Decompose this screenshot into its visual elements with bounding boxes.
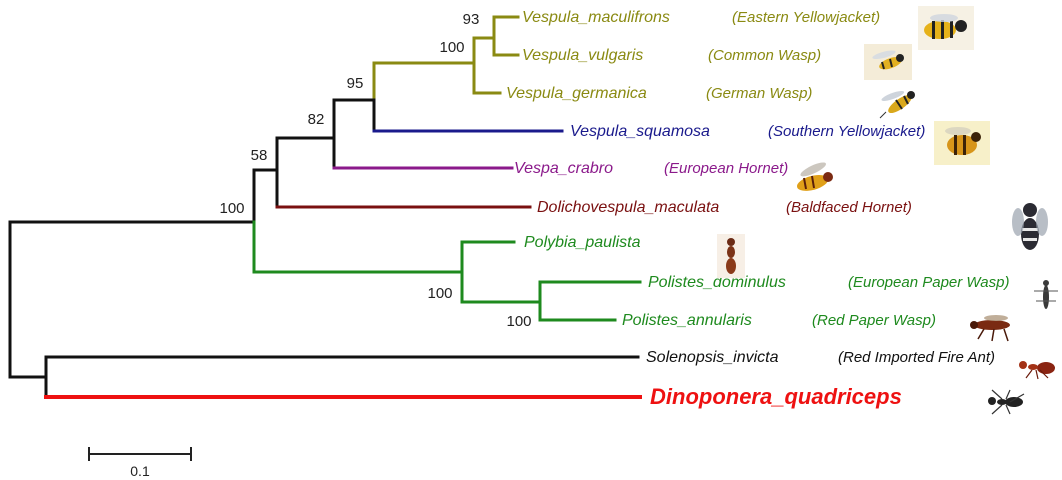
scale-bar xyxy=(89,447,191,461)
ant-photo-icon xyxy=(988,390,1024,414)
support-value: 82 xyxy=(308,111,325,128)
scale-bar-label: 0.1 xyxy=(130,463,150,479)
wasp-photo-icon xyxy=(880,89,915,118)
paper-wasp-photo-icon xyxy=(1034,280,1058,309)
taxon-label-polistes-dominulus: Polistes_dominulus xyxy=(648,274,786,291)
support-value: 95 xyxy=(347,75,364,92)
taxon-label-vespula-germanica: Vespula_germanica xyxy=(506,85,647,102)
taxon-label-dinoponera-quadriceps: Dinoponera_quadriceps xyxy=(650,384,902,409)
common-name-solenopsis-invicta: (Red Imported Fire Ant) xyxy=(838,349,995,366)
taxon-label-vespula-vulgaris: Vespula_vulgaris xyxy=(522,47,643,64)
support-value: 58 xyxy=(251,147,268,164)
common-name-polistes-dominulus: (European Paper Wasp) xyxy=(848,274,1009,291)
common-name-vespula-vulgaris: (Common Wasp) xyxy=(708,47,821,64)
common-name-dolichovespula-maculata: (Baldfaced Hornet) xyxy=(786,199,912,216)
taxon-label-dolichovespula-maculata: Dolichovespula_maculata xyxy=(537,199,719,216)
hornet-photo-icon xyxy=(795,160,833,194)
taxon-label-polistes-annularis: Polistes_annularis xyxy=(622,312,752,329)
yellowjacket-photo-icon xyxy=(918,6,974,50)
taxon-label-vespula-maculifrons: Vespula_maculifrons xyxy=(522,9,670,26)
hornet-photo-icon xyxy=(1012,203,1048,250)
common-name-vespa-crabro: (European Hornet) xyxy=(664,160,788,177)
support-value: 100 xyxy=(427,285,452,302)
support-value: 100 xyxy=(439,39,464,56)
ant-photo-icon xyxy=(1019,361,1055,379)
taxon-label-polybia-paulista: Polybia_paulista xyxy=(524,234,641,251)
taxon-label-vespa-crabro: Vespa_crabro xyxy=(514,160,613,177)
support-value: 100 xyxy=(219,200,244,217)
support-value: 100 xyxy=(506,313,531,330)
common-name-polistes-annularis: (Red Paper Wasp) xyxy=(812,312,936,329)
yellowjacket-photo-icon xyxy=(934,121,990,165)
common-name-vespula-squamosa: (Southern Yellowjacket) xyxy=(768,123,925,140)
wasp-photo-icon xyxy=(717,234,745,278)
support-value: 93 xyxy=(463,11,480,28)
taxon-label-vespula-squamosa: Vespula_squamosa xyxy=(570,123,710,140)
common-name-vespula-germanica: (German Wasp) xyxy=(706,85,812,102)
wasp-photo-icon xyxy=(864,44,912,80)
paper-wasp-photo-icon xyxy=(970,315,1010,341)
taxon-label-solenopsis-invicta: Solenopsis_invicta xyxy=(646,349,779,366)
common-name-vespula-maculifrons: (Eastern Yellowjacket) xyxy=(732,9,880,26)
